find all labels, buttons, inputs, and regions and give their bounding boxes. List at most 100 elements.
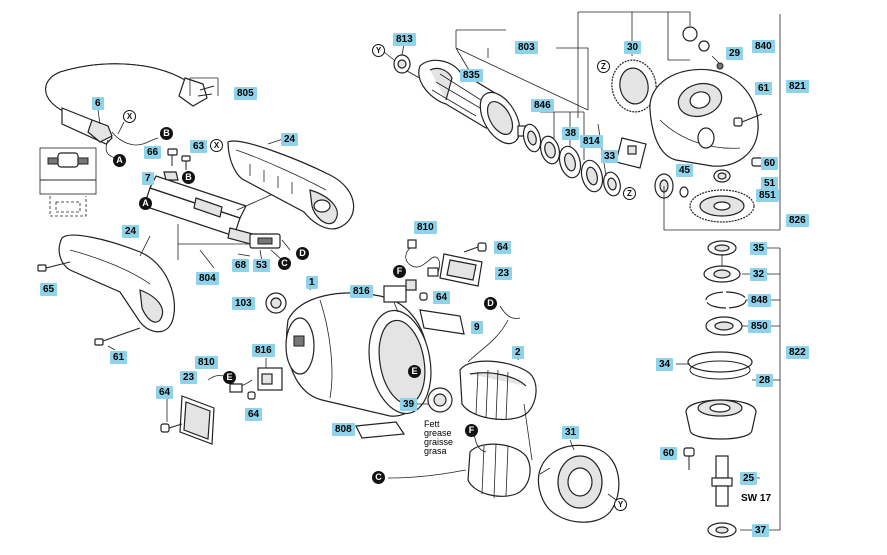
label-30: 30 xyxy=(624,41,642,54)
label-816-bottom: 816 xyxy=(252,344,275,357)
housing-half-24-bottom xyxy=(58,234,176,333)
label-60-top: 60 xyxy=(761,157,779,170)
label-816-top: 816 xyxy=(350,285,373,298)
label-38: 38 xyxy=(562,127,580,140)
spanner-size-note: SW 17 xyxy=(741,493,772,504)
washer-32 xyxy=(703,265,741,283)
cover-23-bottom xyxy=(179,395,215,445)
spindle-lock-840 xyxy=(682,26,724,70)
label-53: 53 xyxy=(253,259,271,272)
connector-b-1: B xyxy=(160,127,173,140)
grease-note-es: grasa xyxy=(424,446,447,456)
connector-c-1: C xyxy=(278,257,291,270)
label-9: 9 xyxy=(471,321,483,334)
label-805: 805 xyxy=(234,87,257,100)
motor-housing-1 xyxy=(285,279,432,417)
connector-e-2: E xyxy=(408,365,421,378)
circlip-848 xyxy=(705,291,747,309)
brush-holder-816-top xyxy=(383,279,417,313)
label-835: 835 xyxy=(460,69,483,82)
label-840: 840 xyxy=(752,40,775,53)
label-64-bottom-right: 64 xyxy=(245,408,263,421)
label-6: 6 xyxy=(92,97,104,110)
grease-note-en: grease xyxy=(424,428,452,438)
label-65: 65 xyxy=(40,283,58,296)
pinion-33 xyxy=(603,171,621,197)
label-810-top: 810 xyxy=(414,221,437,234)
connector-z-2: Z xyxy=(623,187,636,200)
label-35: 35 xyxy=(750,242,768,255)
clip-7 xyxy=(163,171,179,181)
screw-66 xyxy=(167,148,178,166)
armature-835 xyxy=(397,59,529,145)
flange-28 xyxy=(685,399,757,440)
screw-64-mid xyxy=(419,292,428,301)
screw-64-bottom-left xyxy=(160,423,183,433)
label-25: 25 xyxy=(740,472,758,485)
label-813: 813 xyxy=(393,33,416,46)
label-814: 814 xyxy=(580,135,603,148)
screw-63 xyxy=(181,155,191,170)
bearing-39 xyxy=(427,387,453,413)
housing-half-24-top xyxy=(227,140,355,230)
power-cord-805 xyxy=(45,63,219,145)
connector-c-2: C xyxy=(372,471,385,484)
label-28: 28 xyxy=(756,374,774,387)
label-37: 37 xyxy=(752,524,770,537)
label-68: 68 xyxy=(232,259,250,272)
connector-f-2: F xyxy=(465,424,478,437)
label-1: 1 xyxy=(306,276,318,289)
label-103: 103 xyxy=(232,297,255,310)
washer-846 xyxy=(522,123,542,153)
crown-gear-826 xyxy=(689,189,755,223)
connector-d-1: D xyxy=(296,247,309,260)
label-810-bottom: 810 xyxy=(195,356,218,369)
screw-61-right xyxy=(733,113,763,127)
label-24-bottom: 24 xyxy=(122,225,140,238)
nut-35 xyxy=(707,240,737,256)
connector-y-1: Y xyxy=(372,44,385,57)
label-821: 821 xyxy=(786,80,809,93)
brush-assembly xyxy=(615,137,647,169)
label-24-top: 24 xyxy=(281,133,299,146)
label-32: 32 xyxy=(750,268,768,281)
bearing-850 xyxy=(705,316,743,336)
label-31: 31 xyxy=(562,426,580,439)
insulation-plate-9 xyxy=(419,309,465,335)
label-850: 850 xyxy=(748,320,771,333)
grease-note: Fett grease graisse grasa xyxy=(424,420,453,456)
grease-note-de: Fett xyxy=(424,419,440,429)
connector-f-1: F xyxy=(393,265,406,278)
label-846: 846 xyxy=(531,99,554,112)
wiring-schematic xyxy=(39,147,97,217)
screw-65 xyxy=(37,261,71,272)
ring-34 xyxy=(687,351,753,380)
screw-64-top xyxy=(463,242,487,253)
end-shield-31 xyxy=(537,444,620,523)
cap-103 xyxy=(265,292,287,314)
label-7: 7 xyxy=(142,172,154,185)
connector-x-2: X xyxy=(210,139,223,152)
gear-housing-821 xyxy=(649,68,759,167)
connector-e-1: E xyxy=(223,371,236,384)
flange-37 xyxy=(707,522,737,538)
label-808: 808 xyxy=(332,423,355,436)
label-63: 63 xyxy=(190,140,208,153)
brush-holder-816-bottom xyxy=(257,358,283,391)
label-64-top: 64 xyxy=(494,241,512,254)
label-851: 851 xyxy=(756,189,779,202)
stator-2 xyxy=(459,345,537,499)
washer-38 xyxy=(539,135,561,165)
screw-61 xyxy=(94,327,141,346)
connector-b-2: B xyxy=(182,171,195,184)
screw-60-bottom xyxy=(683,447,695,470)
connector-z-1: Z xyxy=(597,60,610,73)
connector-y-2: Y xyxy=(614,498,627,511)
bearing-813 xyxy=(383,43,411,74)
label-61-right: 61 xyxy=(755,82,773,95)
label-51: 51 xyxy=(761,177,779,190)
label-61-left: 61 xyxy=(110,351,128,364)
screw-64-bottom-right xyxy=(247,391,256,400)
